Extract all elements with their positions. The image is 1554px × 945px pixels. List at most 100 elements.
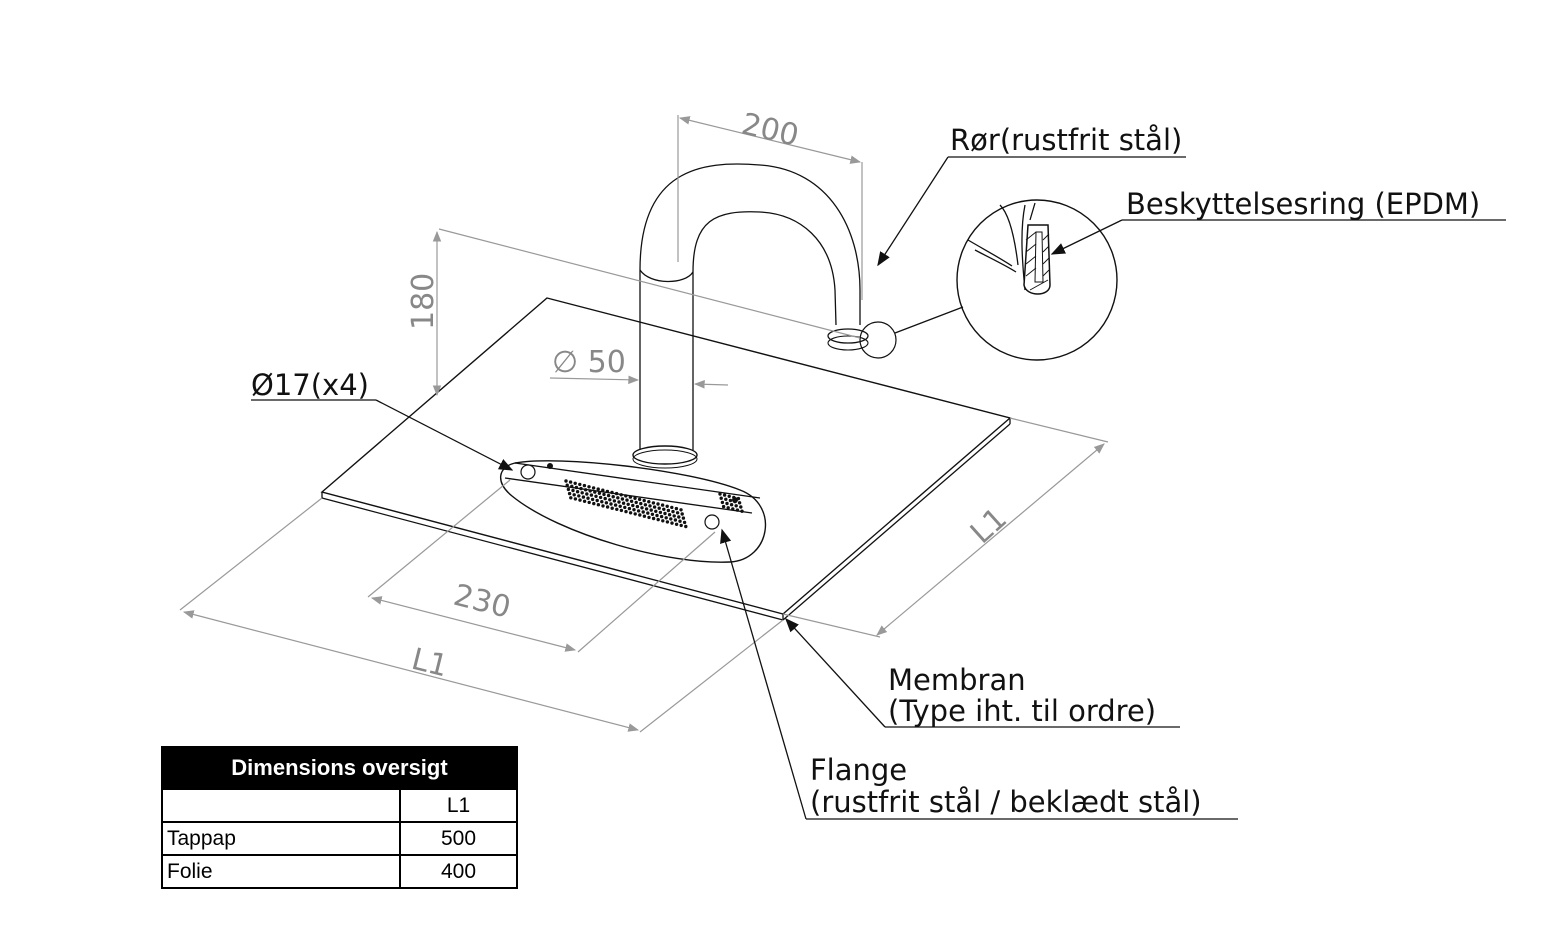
perforation-hole [673,518,678,522]
perforation-hole [660,503,665,507]
perforation-hole [659,514,664,519]
perforation-hole [637,497,642,502]
perforation-hole [679,523,683,528]
perforation-hole [566,487,571,492]
perforation-hole [572,493,576,497]
perforation-hole [605,489,610,494]
perforation-hole [639,501,643,506]
label-protection-ring: Beskyttelsesring (EPDM) [1126,187,1480,221]
perforation-hole [720,500,725,505]
perforation-hole [601,504,605,508]
table-empty-cell [161,788,401,823]
perforation-hole [724,497,728,501]
table-row-value: 400 [399,854,518,889]
perforation-hole [651,501,656,505]
dim-180: 180 [406,273,441,330]
perforation-hole [725,501,729,506]
perforation-hole [727,494,731,498]
perforation-hole [665,504,669,508]
perforation-hole [608,498,612,502]
perforation-hole [565,483,569,487]
perforation-hole [651,516,656,521]
perforation-hole [641,510,645,514]
perforation-hole [592,501,596,506]
perforation-hole [619,493,623,497]
perforation-hole [684,524,688,529]
perforation-hole [638,513,642,517]
perforation-hole [636,509,641,513]
perforation-hole [674,522,679,526]
perforation-hole [628,511,633,515]
perforation-hole [610,490,614,495]
perforation-hole [728,498,733,503]
perforation-hole [654,509,658,513]
perforation-hole [681,516,686,520]
flange-bolt-hole [520,464,536,480]
perforation-hole [628,495,633,499]
perforation-hole [578,482,582,487]
perforation-hole [655,513,659,518]
label-membrane-type: (Type iht. til ordre) [888,694,1156,728]
perforation-hole [577,494,581,498]
perforation-hole [642,498,646,503]
perforation-hole [564,479,568,483]
perforation-hole [646,511,650,515]
dim-230: 230 [450,578,514,626]
dimensions-table: Dimensions oversigt L1 Tappap 500 Folie … [161,746,518,889]
perforation-hole [663,511,667,516]
perforation-hole [678,519,682,523]
perforation-hole [633,496,637,500]
dim-diameter-50: ∅ 50 [552,345,626,380]
perforation-hole [677,515,681,519]
perforation-hole [647,500,651,504]
table-row-value: 500 [399,821,518,856]
perforation-hole [586,496,590,500]
perforation-hole [625,498,629,502]
perforation-hole [665,520,670,524]
perforation-hole [603,496,607,501]
perforation-hole [726,506,730,510]
perforation-hole [623,505,627,510]
perforation-hole [594,494,598,498]
leaders [251,156,1506,820]
dim-l1-front: L1 [408,642,451,685]
perforation-hole [613,503,618,507]
perforation-hole [736,496,741,501]
perforation-hole [642,514,647,518]
perforation-hole [597,491,602,495]
perforation-hole [719,496,723,500]
perforation-hole [626,502,630,506]
perforation-hole [656,502,660,506]
perforation-hole [632,508,636,512]
perforation-hole [669,517,673,521]
perforation-hole [722,493,727,497]
perforation-hole [633,512,637,516]
perforation-hole [661,519,665,523]
perforation-hole [664,516,668,520]
perforation-hole [573,481,577,485]
perforation-hole [656,517,660,522]
table-row: Folie 400 [161,854,518,889]
perforation-hole [671,509,675,514]
perforation-hole [568,480,573,484]
perforation-hole [733,499,737,504]
perforation-hole [589,493,594,497]
perforation-hole [718,492,722,496]
perforation-hole [617,500,621,504]
perforation-hole [634,500,638,505]
perforation-hole [635,504,640,509]
perforation-hole [609,502,613,506]
perforation-hole [670,521,674,525]
perforation-hole [631,503,635,508]
table-title: Dimensions oversigt [161,746,518,790]
label-flange: Flange [810,753,907,787]
perforation-hole [647,515,651,520]
perforation-hole [600,500,604,504]
perforation-hole [737,501,742,505]
perforation-hole [740,509,744,513]
perforation-hole [610,506,614,510]
perforation-hole [621,501,626,505]
perforation-hole [624,509,628,514]
perforation-hole [643,503,648,507]
perforation-hole [587,485,591,489]
